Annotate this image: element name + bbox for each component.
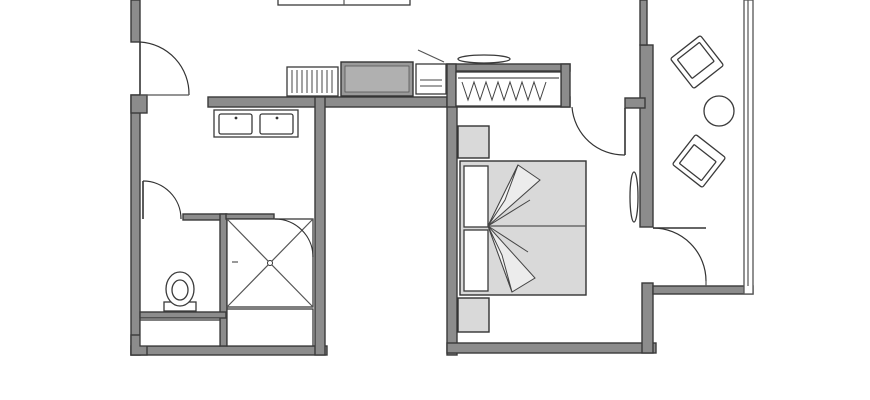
shower-door-arc bbox=[274, 218, 314, 258]
wall-balcony-bottom bbox=[652, 285, 754, 295]
wall-left-jamb bbox=[130, 94, 148, 114]
wall-bathroom-right bbox=[314, 96, 326, 356]
door-toilet-arc bbox=[142, 180, 182, 220]
balcony-chair-top bbox=[670, 35, 724, 89]
door-bedroom-arc bbox=[571, 106, 626, 156]
wall-toilet-bottom bbox=[139, 311, 227, 319]
wall-shower-top bbox=[225, 213, 275, 220]
wall-lamp bbox=[629, 171, 639, 223]
pillow-top bbox=[463, 165, 489, 228]
bath-floor bbox=[226, 308, 314, 347]
chair-top bbox=[415, 63, 447, 95]
chair-top-backrest bbox=[417, 49, 445, 63]
balcony bbox=[670, 35, 735, 188]
sink-basin-left bbox=[218, 113, 253, 135]
shower-drain bbox=[267, 260, 273, 266]
sink-tap-right bbox=[275, 116, 279, 120]
doors bbox=[139, 41, 707, 286]
balcony-chair-bottom bbox=[672, 134, 726, 188]
wall-bathroom-bottom bbox=[130, 345, 328, 356]
wall-bedroom-bottom bbox=[446, 342, 657, 354]
sink-basin-right bbox=[259, 113, 294, 135]
wall-wardrobe-left bbox=[446, 63, 457, 108]
chair-top-legs bbox=[420, 79, 442, 87]
toilet-seat bbox=[171, 279, 189, 301]
door-entry-arc bbox=[139, 41, 190, 96]
blanket-folds bbox=[487, 164, 541, 293]
top-furniture bbox=[277, 0, 511, 97]
door-balcony-arc bbox=[652, 227, 707, 282]
sink-tap-left bbox=[234, 116, 238, 120]
wall-bedroom-right-lower bbox=[641, 282, 654, 354]
wall-left-lower bbox=[130, 94, 141, 356]
cabinet-bottom bbox=[139, 319, 221, 347]
bathroom bbox=[139, 109, 314, 347]
walls bbox=[130, 0, 754, 356]
wall-wardrobe-top bbox=[446, 63, 571, 72]
wall-left-top bbox=[130, 0, 141, 43]
radiator-fins bbox=[291, 70, 333, 93]
shelf-oval bbox=[457, 54, 511, 64]
wall-bedroom-right-upper bbox=[639, 44, 654, 228]
wall-bedroom-left bbox=[446, 96, 458, 356]
pillow-bottom bbox=[463, 229, 489, 292]
wall-bedroom-right-jamb bbox=[624, 97, 646, 109]
nightstand-bottom bbox=[457, 297, 490, 333]
bedroom bbox=[457, 125, 639, 333]
balcony-table bbox=[703, 95, 735, 127]
sofa-cushion bbox=[344, 65, 410, 93]
wall-balcony-top bbox=[639, 0, 648, 46]
wall-toilet-shower bbox=[219, 213, 228, 347]
wardrobe bbox=[455, 71, 562, 107]
wall-wardrobe-right bbox=[560, 63, 571, 108]
wardrobe-hangers bbox=[461, 80, 547, 102]
nightstand-top bbox=[457, 125, 490, 159]
